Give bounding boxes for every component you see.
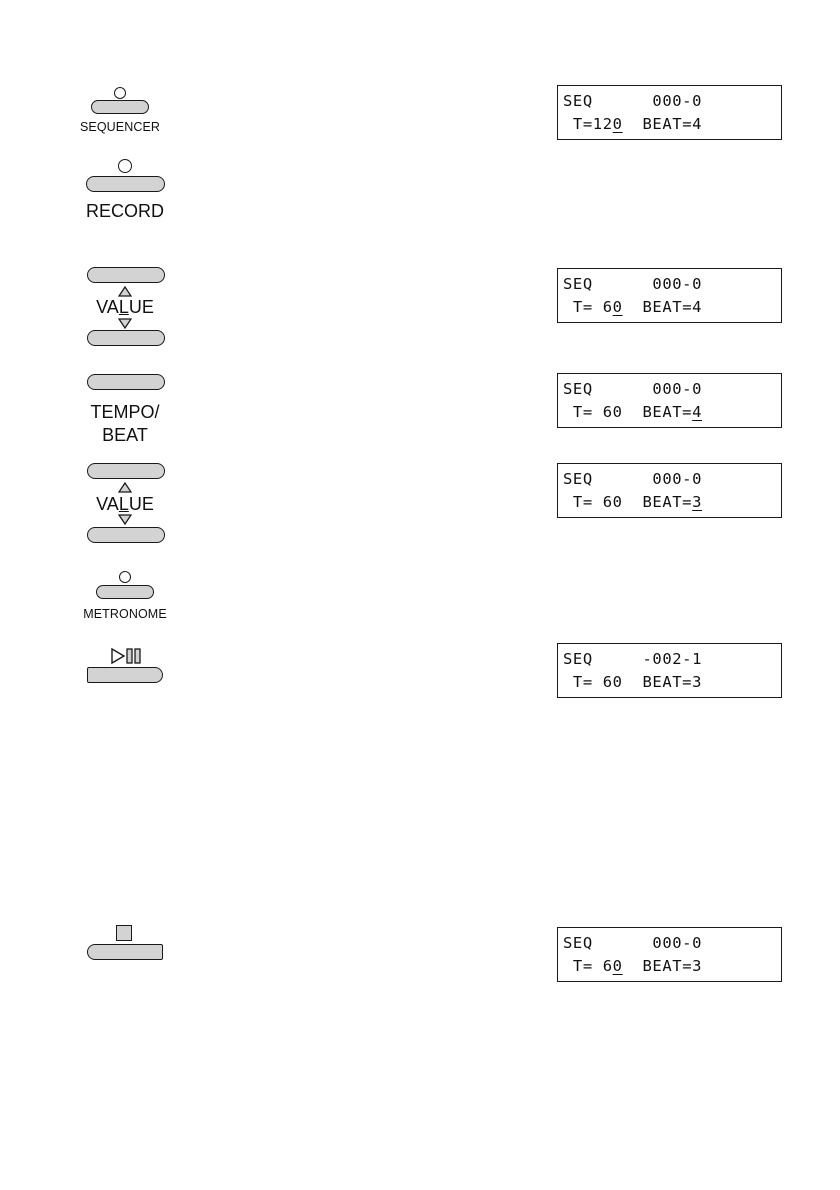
value-up-button[interactable] bbox=[87, 463, 165, 479]
stop-button[interactable] bbox=[87, 944, 163, 960]
triangle-down-icon bbox=[118, 514, 132, 525]
sequencer-led-indicator bbox=[114, 87, 126, 99]
lcd-display: SEQ 000-0 T= 60 BEAT=4 bbox=[557, 373, 782, 428]
lcd-line-1: SEQ 000-0 bbox=[563, 470, 703, 488]
sequencer-label: SEQUENCER bbox=[79, 120, 161, 134]
lcd-line-2: T= 60 BEAT=3 bbox=[563, 957, 702, 975]
tempo-beat-label-line-2: BEAT bbox=[102, 425, 148, 445]
triangle-down-icon bbox=[118, 318, 132, 329]
lcd-line-2: T= 60 BEAT=3 bbox=[563, 673, 702, 691]
metronome-label: METRONOME bbox=[83, 607, 167, 621]
value-label-part-3: UE bbox=[128, 494, 154, 514]
lcd-cursor-digit: 0 bbox=[612, 957, 623, 975]
lcd-text: BEAT=4 bbox=[622, 115, 703, 133]
value-label-part-2: L bbox=[118, 297, 129, 317]
lcd-line-2: T= 60 BEAT=4 bbox=[563, 298, 702, 316]
metronome-led-indicator bbox=[119, 571, 131, 583]
value-label-part-3: UE bbox=[128, 297, 154, 317]
tempo-beat-label-line-1: TEMPO/ bbox=[90, 402, 160, 422]
lcd-text: BEAT=3 bbox=[622, 957, 703, 975]
lcd-line-2: T= 60 BEAT=4 bbox=[563, 403, 702, 421]
lcd-cursor-digit: 4 bbox=[692, 403, 703, 421]
lcd-cursor-digit: 0 bbox=[612, 298, 623, 316]
value-label: VALUE bbox=[65, 493, 185, 516]
play-pause-button[interactable] bbox=[87, 667, 163, 683]
triangle-up-icon bbox=[118, 482, 132, 493]
value-down-button[interactable] bbox=[87, 527, 165, 543]
lcd-display: SEQ 000-0 T= 60 BEAT=3 bbox=[557, 463, 782, 518]
lcd-line-2: T=120 BEAT=4 bbox=[563, 115, 702, 133]
record-button[interactable] bbox=[86, 176, 165, 192]
lcd-line-2: T= 60 BEAT=3 bbox=[563, 493, 702, 511]
value-up-button[interactable] bbox=[87, 267, 165, 283]
record-led-indicator bbox=[118, 159, 132, 173]
lcd-text: T= 60 BEAT= bbox=[563, 493, 693, 511]
lcd-cursor-digit: 0 bbox=[612, 115, 623, 133]
lcd-line-1: SEQ 000-0 bbox=[563, 934, 703, 952]
lcd-text: BEAT=4 bbox=[622, 298, 703, 316]
lcd-text: T= 60 BEAT=3 bbox=[563, 673, 703, 691]
stop-icon bbox=[116, 925, 132, 941]
lcd-line-1: SEQ -002-1 bbox=[563, 650, 703, 668]
record-label: RECORD bbox=[85, 201, 164, 221]
lcd-text: T=12 bbox=[563, 115, 613, 133]
value-label-part-1: VA bbox=[96, 297, 119, 317]
value-label-part-1: VA bbox=[96, 494, 119, 514]
value-label: VALUE bbox=[65, 296, 185, 319]
play-pause-icon bbox=[111, 647, 141, 665]
lcd-line-1: SEQ 000-0 bbox=[563, 275, 703, 293]
lcd-display: SEQ 000-0 T= 60 BEAT=3 bbox=[557, 927, 782, 982]
lcd-cursor-digit: 3 bbox=[692, 493, 703, 511]
lcd-display: SEQ 000-0 T= 60 BEAT=4 bbox=[557, 268, 782, 323]
lcd-display: SEQ -002-1 T= 60 BEAT=3 bbox=[557, 643, 782, 698]
lcd-text: T= 60 BEAT= bbox=[563, 403, 693, 421]
lcd-display: SEQ 000-0 T=120 BEAT=4 bbox=[557, 85, 782, 140]
lcd-text: T= 6 bbox=[563, 298, 613, 316]
lcd-line-1: SEQ 000-0 bbox=[563, 92, 703, 110]
lcd-text: T= 6 bbox=[563, 957, 613, 975]
metronome-button[interactable] bbox=[96, 585, 154, 599]
lcd-line-1: SEQ 000-0 bbox=[563, 380, 703, 398]
triangle-up-icon bbox=[118, 286, 132, 297]
sequencer-button[interactable] bbox=[91, 100, 149, 114]
value-down-button[interactable] bbox=[87, 330, 165, 346]
tempo-beat-button[interactable] bbox=[87, 374, 165, 390]
value-label-part-2: L bbox=[118, 494, 129, 514]
